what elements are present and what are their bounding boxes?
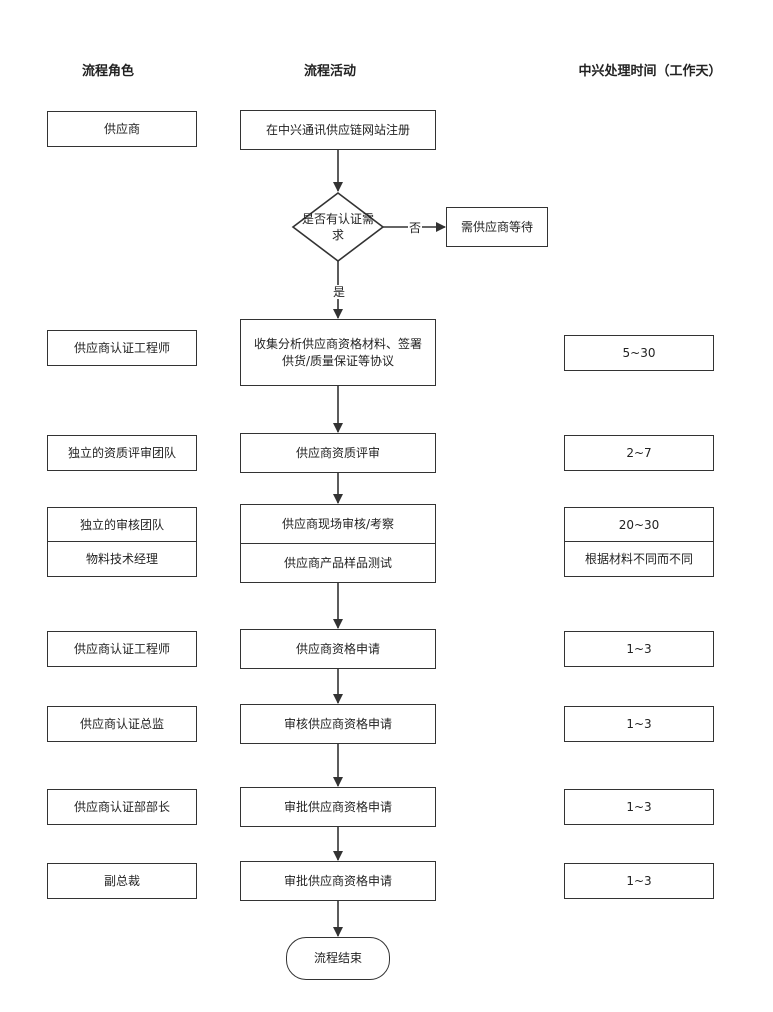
activity-box-site-audit: 供应商现场审核/考察 <box>240 504 436 545</box>
time-box-collect: 5~30 <box>564 335 714 371</box>
time-box-vp-approve: 1~3 <box>564 863 714 899</box>
header-activity: 流程活动 <box>303 64 356 79</box>
header-role: 流程角色 <box>81 64 134 79</box>
role-box-material-manager: 物料技术经理 <box>47 541 197 577</box>
edge-label-no: 否 <box>408 221 423 235</box>
activity-box-qual-review: 供应商资质评审 <box>240 433 436 473</box>
end-terminal: 流程结束 <box>286 937 390 980</box>
activity-box-sample-test: 供应商产品样品测试 <box>240 543 436 583</box>
time-box-site-audit: 20~30 <box>564 507 714 543</box>
activity-box-register: 在中兴通讯供应链网站注册 <box>240 110 436 150</box>
activity-box-vp-approve: 审批供应商资格申请 <box>240 861 436 901</box>
time-box-apply: 1~3 <box>564 631 714 667</box>
activity-box-apply: 供应商资格申请 <box>240 629 436 669</box>
role-box-vp: 副总裁 <box>47 863 197 899</box>
time-box-approve-apply: 1~3 <box>564 789 714 825</box>
header-time: 中兴处理时间（工作天） <box>578 64 722 79</box>
activity-box-collect: 收集分析供应商资格材料、签署供货/质量保证等协议 <box>240 319 436 386</box>
decision-label: 是否有认证需求 <box>302 212 375 242</box>
time-box-sample-test: 根据材料不同而不同 <box>564 541 714 577</box>
role-box-supplier: 供应商 <box>47 111 197 147</box>
activity-box-approve-apply: 审批供应商资格申请 <box>240 787 436 827</box>
role-box-qual-review-team: 独立的资质评审团队 <box>47 435 197 471</box>
role-box-audit-team: 独立的审核团队 <box>47 507 197 543</box>
activity-box-audit-apply: 审核供应商资格申请 <box>240 704 436 744</box>
role-box-cert-director: 供应商认证总监 <box>47 706 197 742</box>
role-box-cert-minister: 供应商认证部部长 <box>47 789 197 825</box>
time-box-audit-apply: 1~3 <box>564 706 714 742</box>
role-box-cert-engineer: 供应商认证工程师 <box>47 330 197 366</box>
edge-label-yes: 是 <box>332 285 347 299</box>
decision-no-target-box: 需供应商等待 <box>446 207 548 247</box>
role-box-cert-engineer-2: 供应商认证工程师 <box>47 631 197 667</box>
time-box-qual-review: 2~7 <box>564 435 714 471</box>
